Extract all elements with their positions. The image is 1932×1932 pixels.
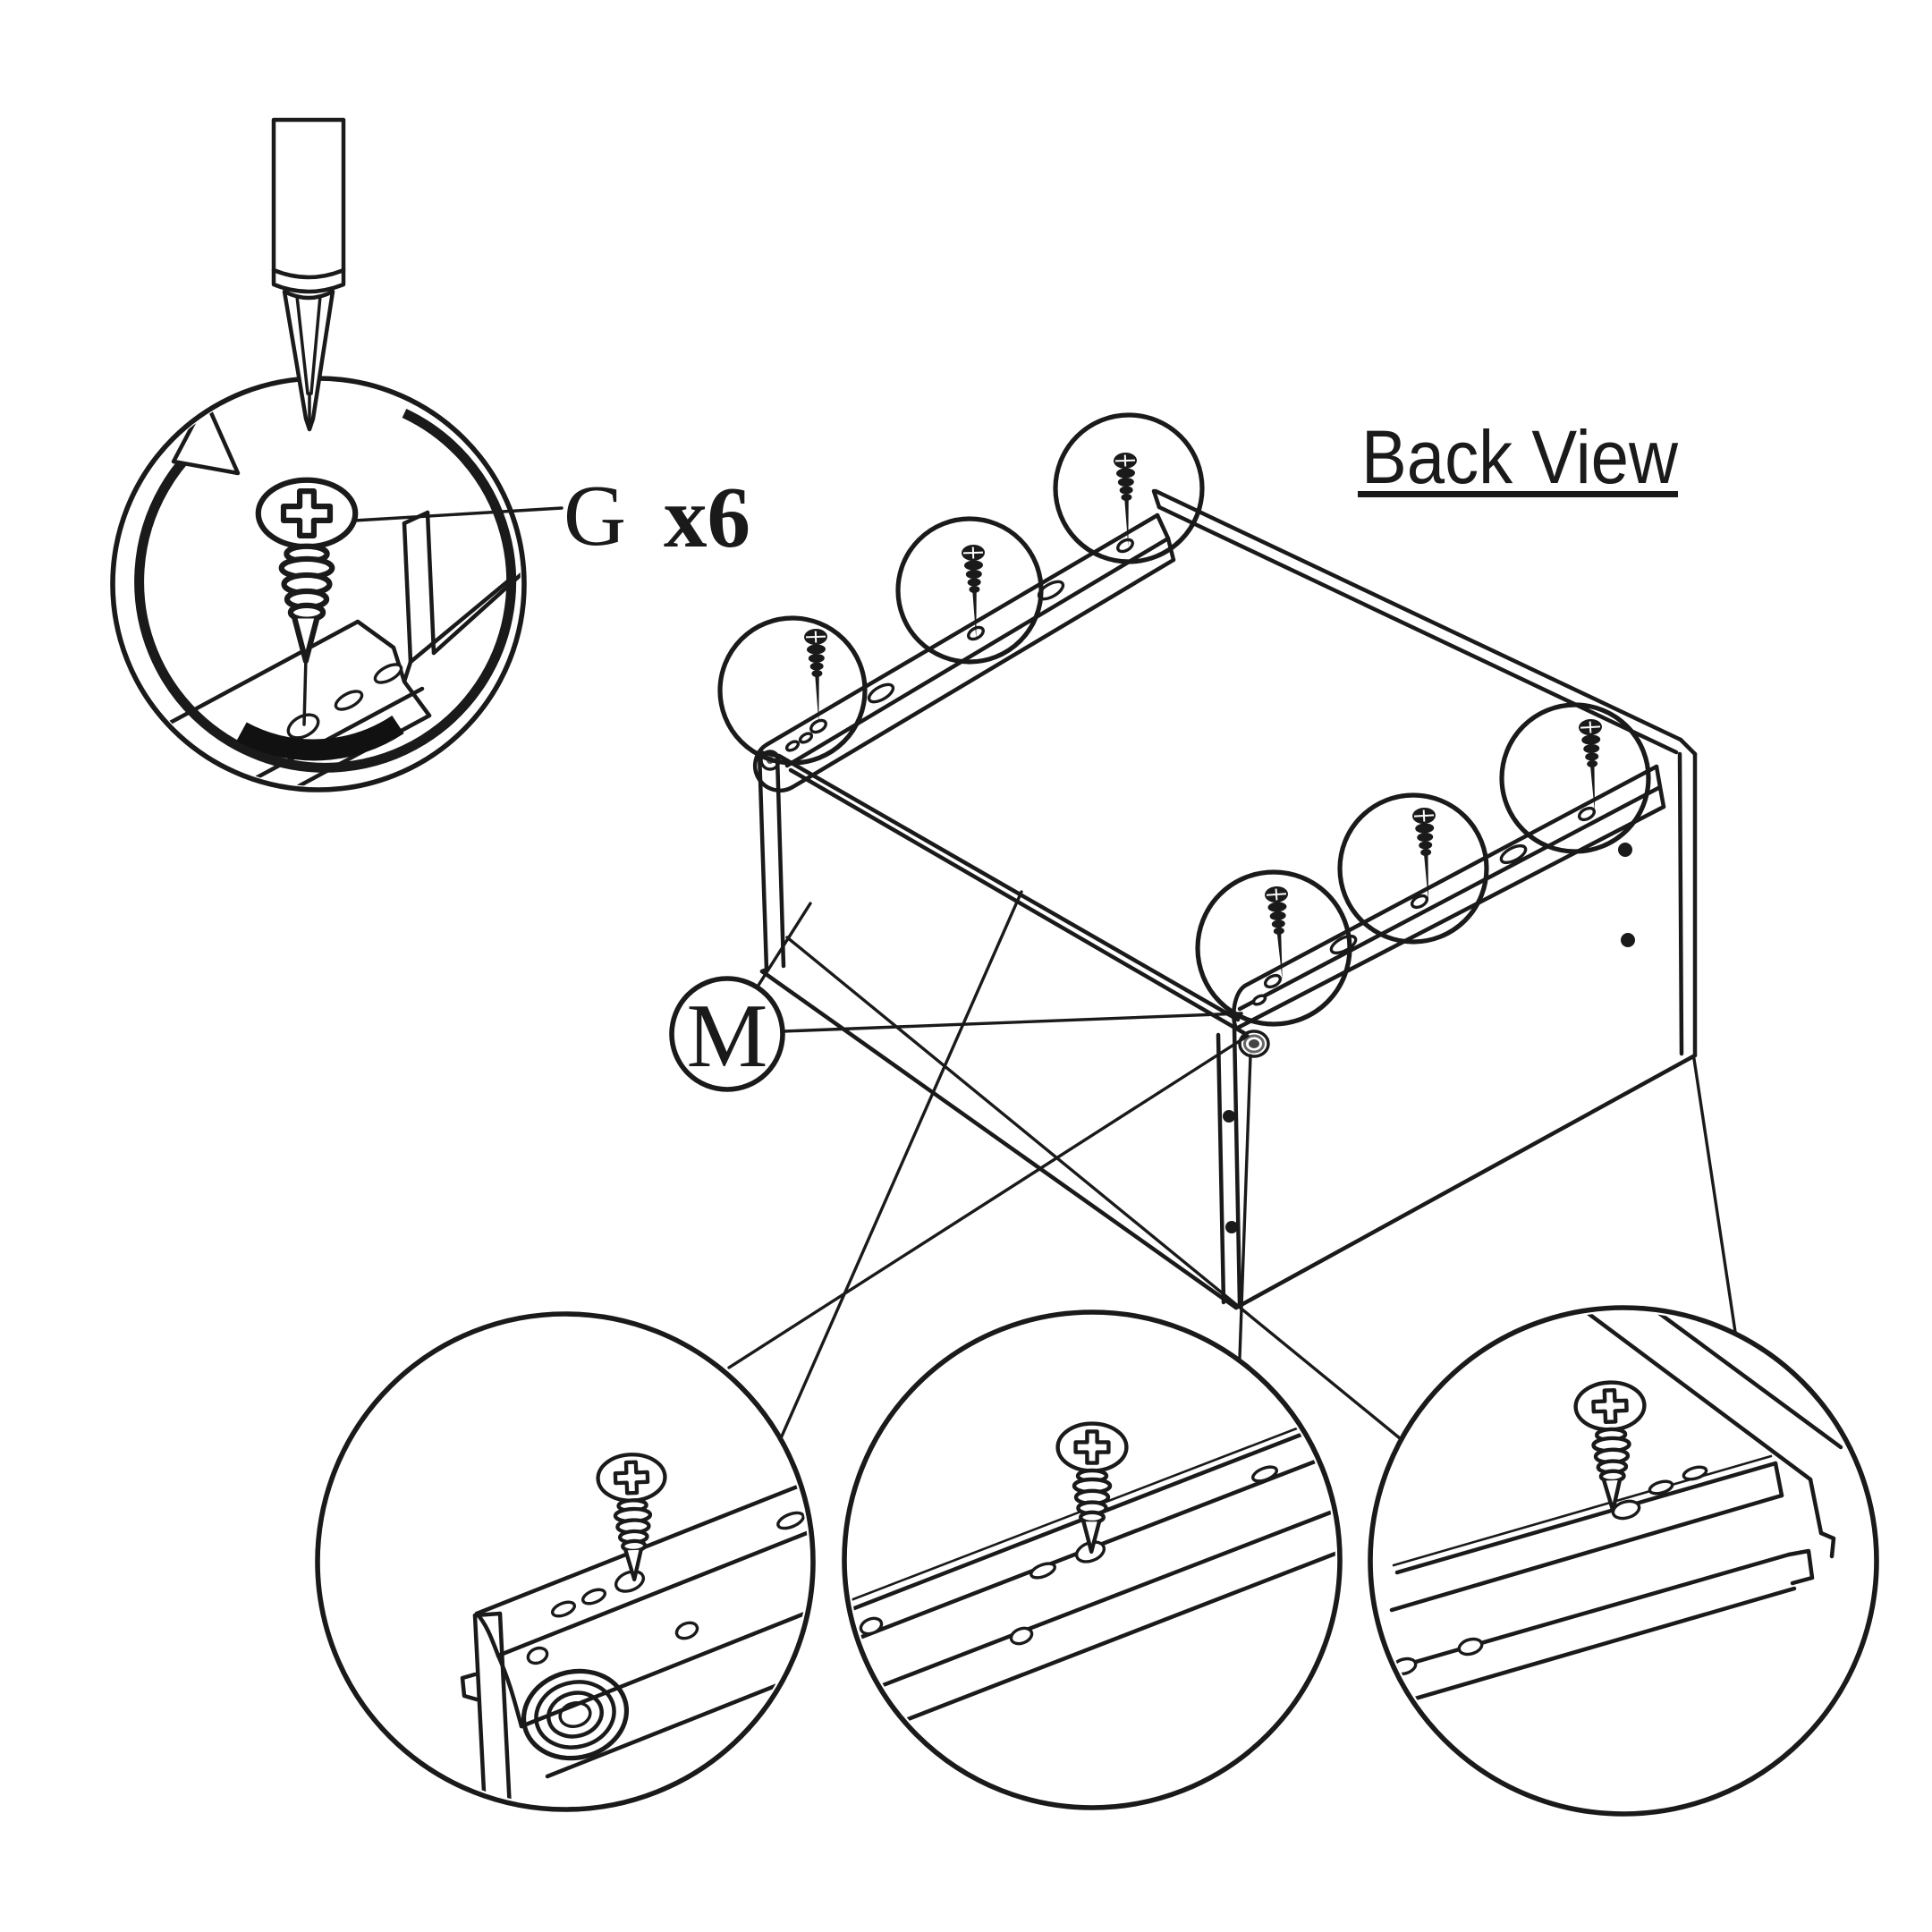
- screw-callout-circles: [717, 412, 1651, 1027]
- title-underline: [1358, 491, 1678, 497]
- pilot-hole-dot: [1225, 1221, 1238, 1233]
- detail-circle-rail-middle: [842, 1309, 1343, 1810]
- pilot-hole-dot: [1621, 933, 1635, 947]
- part-m-label: M: [687, 986, 768, 1087]
- screwdriver-icon: [271, 117, 346, 432]
- part-m-callout: M: [669, 976, 785, 1092]
- back-view-title: Back View: [1358, 415, 1678, 499]
- screwing-detail-callout: G x6: [110, 117, 750, 792]
- drawer-slide-rail-icon: [1232, 764, 1666, 1058]
- hardware-g-label: G: [564, 468, 626, 564]
- pilot-hole-dot: [1618, 843, 1632, 857]
- detail-circle-rail-front-end: [315, 1311, 816, 1812]
- rotation-arrow-icon: [134, 398, 517, 773]
- roller-wheel-icon: [1238, 1030, 1270, 1058]
- detail-circle-rail-back-end: [1368, 1305, 1879, 1817]
- view-title-text: Back View: [1361, 415, 1678, 499]
- pilot-hole-dot: [1223, 1110, 1235, 1123]
- leader-lines: [727, 890, 1737, 1440]
- hardware-quantity-label: x6: [664, 470, 750, 565]
- g-leader-line: [352, 506, 564, 522]
- roller-wheel-icon: [521, 1668, 630, 1761]
- panel-corner: [402, 510, 521, 684]
- drawer-slide-rail-icon: [753, 513, 1176, 792]
